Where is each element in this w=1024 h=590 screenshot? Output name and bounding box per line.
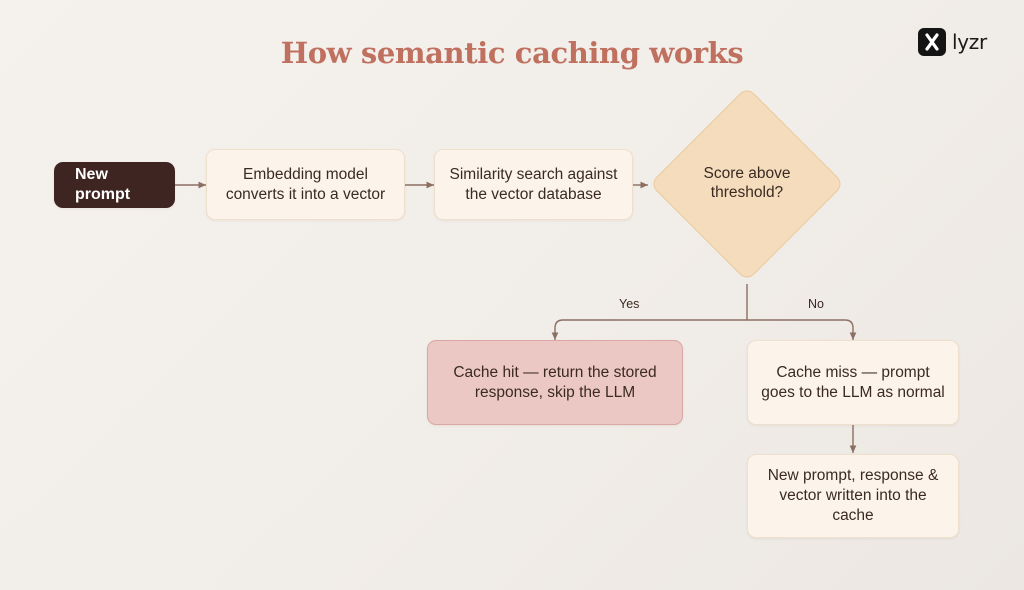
arrow-yes-to-hit — [551, 319, 747, 340]
no-branch-label: No — [808, 297, 824, 311]
cache-hit-node: Cache hit — return the stored response, … — [427, 340, 683, 425]
cache-hit-label: Cache hit — return the stored response, … — [453, 363, 657, 401]
lyzr-logo-icon — [918, 28, 946, 56]
cache-miss-label: Cache miss — prompt goes to the LLM as n… — [761, 363, 945, 401]
yes-branch-label: Yes — [619, 297, 640, 311]
new-prompt-label: New prompt — [75, 166, 131, 203]
brand-logo: lyzr — [918, 27, 987, 57]
cache-miss-node: Cache miss — prompt goes to the LLM as n… — [747, 340, 959, 425]
similarity-search-node: Similarity search against the vector dat… — [434, 149, 633, 220]
cache-write-node: New prompt, response & vector written in… — [747, 454, 959, 538]
threshold-decision-label: Score above threshold? — [703, 165, 791, 201]
embedding-model-node: Embedding model converts it into a vecto… — [206, 149, 405, 220]
embedding-model-label: Embedding model converts it into a vecto… — [225, 165, 386, 203]
new-prompt-node: New prompt — [54, 162, 175, 208]
arrow-no-to-miss — [747, 319, 857, 340]
brand-name: lyzr — [952, 30, 987, 54]
cache-write-label: New prompt, response & vector written in… — [767, 467, 939, 524]
similarity-search-label: Similarity search against the vector dat… — [449, 165, 618, 203]
diagram-title: How semantic caching works — [280, 36, 744, 70]
